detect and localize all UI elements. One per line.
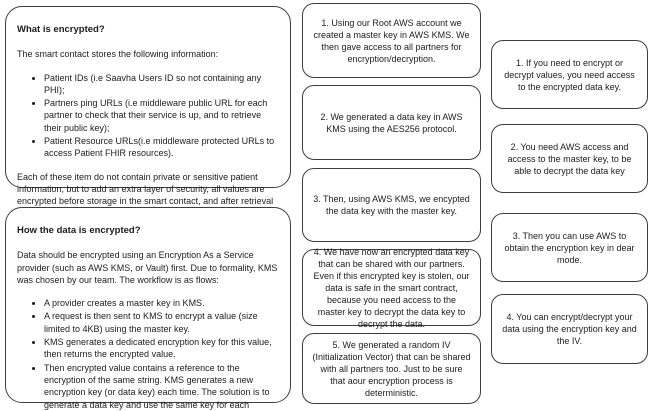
step-text: 3. Then, using AWS KMS, we encypted the … [313, 194, 470, 216]
panel-intro: The smart contact stores the following i… [17, 49, 219, 60]
decryption-step-3: 3. Then you can use AWS to obtain the en… [491, 213, 648, 282]
step-text: 4. We have now an encrypted data key tha… [313, 246, 470, 329]
encryption-step-4: 4. We have now an encrypted data key tha… [302, 247, 481, 329]
bullet-list: A provider creates a master key in KMS. … [17, 297, 279, 411]
panel-title: How the data is encrypted? [17, 225, 141, 236]
encryption-step-3: 3. Then, using AWS KMS, we encypted the … [302, 168, 481, 242]
encryption-step-1: 1. Using our Root AWS account we created… [302, 3, 481, 78]
decryption-step-2: 2. You need AWS access and access to the… [491, 124, 648, 193]
step-text: 5. We generated a random IV (Initializat… [312, 339, 471, 398]
step-text: 1. If you need to encrypt or decrypt val… [504, 57, 635, 92]
panel-what-is-encrypted: What is encrypted? The smart contact sto… [5, 6, 291, 219]
step-text: 2. We generated a data key in AWS KMS us… [320, 111, 463, 134]
step-text: 4. You can encrypt/decrypt your data usi… [502, 312, 637, 346]
bullet-list: Patient IDs (i.e Saavha Users ID so not … [17, 72, 279, 160]
bullet-item: A request is then sent to KMS to encrypt… [44, 310, 279, 335]
step-text: 3. Then you can use AWS to obtain the en… [504, 230, 635, 265]
bullet-item: Partners ping URLs (i.e middleware publi… [44, 97, 279, 134]
panel-intro: Data should be encrypted using an Encryp… [17, 250, 278, 285]
decryption-step-1: 1. If you need to encrypt or decrypt val… [491, 40, 648, 109]
step-text: 1. Using our Root AWS account we created… [313, 17, 470, 64]
step-text: 2. You need AWS access and access to the… [507, 141, 632, 176]
panel-how-data-is-encrypted: How the data is encrypted? Data should b… [5, 207, 291, 410]
decryption-step-4: 4. You can encrypt/decrypt your data usi… [491, 294, 648, 364]
encryption-step-5: 5. We generated a random IV (Initializat… [302, 333, 481, 404]
panel-title: What is encrypted? [17, 24, 105, 35]
bullet-item: Patient IDs (i.e Saavha Users ID so not … [44, 72, 279, 97]
encryption-step-2: 2. We generated a data key in AWS KMS us… [302, 85, 481, 160]
bullet-item: Then encrypted value contains a referenc… [44, 362, 279, 411]
bullet-item: KMS generates a dedicated encryption key… [44, 336, 279, 361]
bullet-item: A provider creates a master key in KMS. [44, 297, 279, 309]
bullet-item: Patient Resource URLs(i.e middleware pro… [44, 135, 279, 160]
